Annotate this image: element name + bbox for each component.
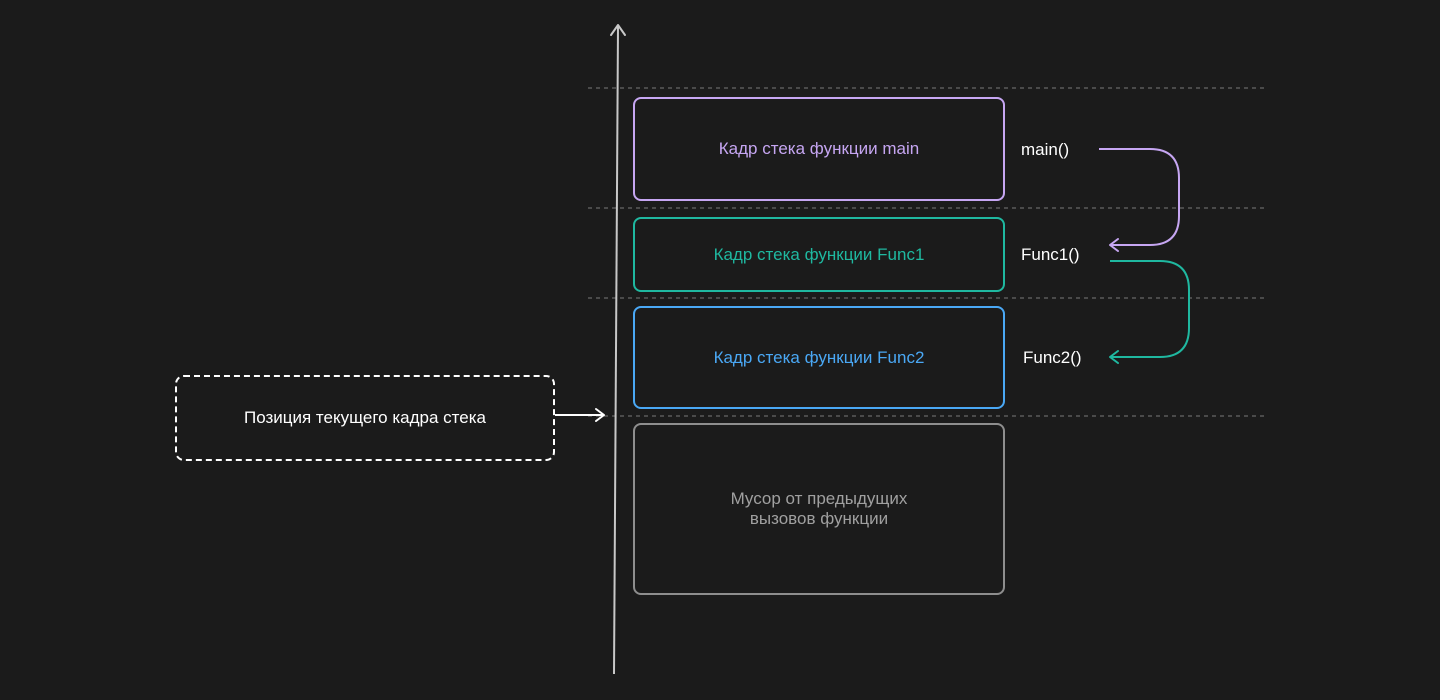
garbage-label-line2: вызовов функции (749, 509, 889, 528)
stack-axis (613, 25, 619, 675)
current-frame-position-box: Позиция текущего кадра стека (175, 375, 555, 461)
call-arrow-main-arrowhead-icon (1109, 238, 1119, 252)
stack-axis-arrowhead-icon (610, 24, 626, 36)
stack-frame-func1: Кадр стека функции Func1 (633, 217, 1005, 292)
garbage-label-line1: Мусор от предыдущих (730, 489, 908, 508)
stack-frame-func2-label: Кадр стека функции Func2 (713, 347, 925, 367)
stack-frame-garbage: Мусор от предыдущих вызовов функции (633, 423, 1005, 595)
function-label-func1: Func1() (1021, 245, 1080, 264)
function-label-main: main() (1021, 140, 1070, 159)
stack-frame-func1-label: Кадр стека функции Func1 (713, 244, 925, 264)
stack-frame-garbage-text: Мусор от предыдущих вызовов функции (731, 489, 908, 529)
stack-frame-main-label: Кадр стека функции main (718, 139, 920, 158)
current-position-arrowhead-icon (595, 408, 605, 422)
current-frame-position-label: Позиция текущего кадра стека (243, 408, 486, 427)
call-arrow-func1-arrowhead-icon (1109, 350, 1119, 364)
stack-frame-main: Кадр стека функции main (633, 97, 1005, 201)
call-arrow-main-to-func1 (1099, 148, 1180, 246)
function-label-func2: Func2() (1023, 348, 1082, 367)
stack-frame-func2: Кадр стека функции Func2 (633, 306, 1005, 409)
call-arrow-func1-to-func2 (1110, 260, 1190, 358)
